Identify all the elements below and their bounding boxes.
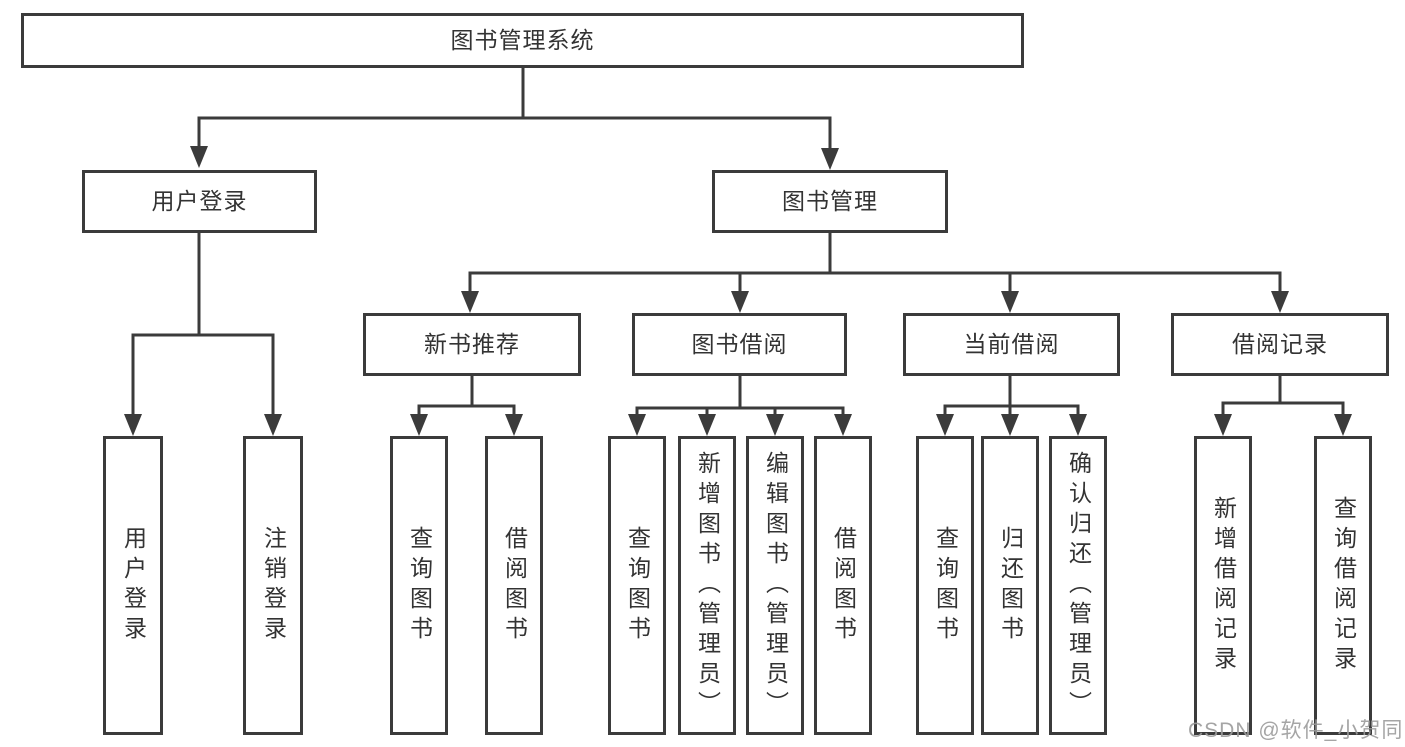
arrowhead-icon [821, 148, 839, 170]
node-label: 新增图书（管理员） [694, 450, 721, 721]
leaf-query-books: 查询图书 [608, 436, 666, 735]
arrowhead-icon [1001, 291, 1019, 313]
arrowhead-icon [1001, 414, 1019, 436]
node-root: 图书管理系统 [21, 13, 1024, 68]
arrowhead-icon [124, 414, 142, 436]
arrowhead-icon [1271, 291, 1289, 313]
node-label: 图书借阅 [691, 331, 788, 357]
arrowhead-icon [698, 414, 716, 436]
node-label: 查询借阅记录 [1330, 495, 1357, 676]
arrowhead-icon [834, 414, 852, 436]
arrowhead-icon [461, 291, 479, 313]
arrowhead-icon [731, 291, 749, 313]
node-book-borrow: 图书借阅 [632, 313, 847, 376]
arrowhead-icon [264, 414, 282, 436]
node-label: 用户登录 [120, 525, 147, 646]
arrowhead-icon [1334, 414, 1352, 436]
arrowhead-icon [936, 414, 954, 436]
node-book-management: 图书管理 [712, 170, 948, 233]
node-label: 图书管理系统 [450, 27, 595, 53]
leaf-add-borrow-record: 新增借阅记录 [1194, 436, 1252, 735]
node-label: 归还图书 [997, 525, 1024, 646]
node-label: 用户登录 [151, 188, 248, 214]
arrowhead-icon [1069, 414, 1087, 436]
leaf-borrow-books: 借阅图书 [485, 436, 543, 735]
node-label: 图书管理 [782, 188, 878, 214]
arrowhead-icon [766, 414, 784, 436]
node-label: 新增借阅记录 [1210, 495, 1237, 676]
node-borrow-records: 借阅记录 [1171, 313, 1389, 376]
arrowhead-icon [190, 146, 208, 168]
leaf-edit-books-admin: 编辑图书（管理员） [746, 436, 804, 735]
node-label: 查询图书 [406, 525, 433, 646]
arrowhead-icon [505, 414, 523, 436]
node-label: 确认归还（管理员） [1065, 450, 1092, 721]
node-new-book-recommend: 新书推荐 [363, 313, 581, 376]
node-user-login: 用户登录 [82, 170, 317, 233]
leaf-query-books: 查询图书 [390, 436, 448, 735]
node-current-borrow: 当前借阅 [903, 313, 1120, 376]
node-label: 借阅图书 [830, 525, 857, 646]
arrowhead-icon [410, 414, 428, 436]
leaf-confirm-return-admin: 确认归还（管理员） [1049, 436, 1107, 735]
leaf-logout: 注销登录 [243, 436, 303, 735]
leaf-query-books: 查询图书 [916, 436, 974, 735]
leaf-borrow-books: 借阅图书 [814, 436, 872, 735]
leaf-return-books: 归还图书 [981, 436, 1039, 735]
node-label: 查询图书 [624, 525, 651, 646]
leaf-query-borrow-record: 查询借阅记录 [1314, 436, 1372, 735]
arrowhead-icon [1214, 414, 1232, 436]
node-label: 编辑图书（管理员） [762, 450, 789, 721]
node-label: 查询图书 [932, 525, 959, 646]
leaf-add-books-admin: 新增图书（管理员） [678, 436, 736, 735]
node-label: 借阅图书 [501, 525, 528, 646]
node-label: 新书推荐 [424, 331, 520, 357]
node-label: 当前借阅 [963, 331, 1060, 357]
leaf-user-login: 用户登录 [103, 436, 163, 735]
node-label: 注销登录 [260, 525, 287, 646]
watermark: CSDN @软件_小贺同学 [1188, 719, 1404, 742]
node-label: 借阅记录 [1232, 331, 1328, 357]
arrowhead-icon [628, 414, 646, 436]
